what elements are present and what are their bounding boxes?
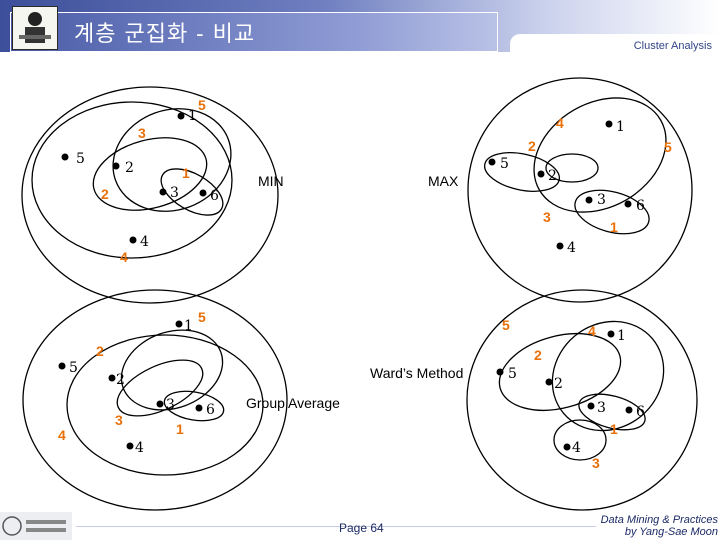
merge-label: 5 xyxy=(502,317,510,333)
pt-4: 4 xyxy=(140,234,149,250)
subtitle: Cluster Analysis xyxy=(633,40,712,52)
merge-label: 2 xyxy=(96,343,104,359)
credit-line-1: Data Mining & Practices xyxy=(600,514,718,526)
merge-order-labels: 5 3 1 2 4 4 5 2 3 1 5 2 3 4 1 5 4 2 1 3 xyxy=(58,97,672,471)
pt-3: 3 xyxy=(166,397,175,413)
pt-5: 5 xyxy=(76,151,85,167)
merge-label: 1 xyxy=(176,421,184,437)
pt-2: 2 xyxy=(125,160,134,176)
pt-3: 3 xyxy=(170,185,179,201)
page-number: Page 64 xyxy=(339,521,384,535)
method-label-min: MIN xyxy=(258,173,284,189)
pt-1: 1 xyxy=(616,119,625,135)
pt-5: 5 xyxy=(69,360,78,376)
merge-label: 2 xyxy=(528,138,536,154)
pt-3: 3 xyxy=(597,400,606,416)
panel-max-clusters xyxy=(467,77,693,303)
merge-label: 3 xyxy=(115,412,123,428)
credit: Data Mining & Practices by Yang-Sae Moon xyxy=(601,514,718,538)
panel-ward-clusters xyxy=(466,289,698,511)
merge-label: 4 xyxy=(556,115,564,131)
pt-1: 1 xyxy=(617,328,626,344)
panel-groupavg-clusters xyxy=(22,289,288,511)
merge-label: 3 xyxy=(138,125,146,141)
pt-6: 6 xyxy=(636,198,645,214)
slide-title: 계층 군집화 - 비교 xyxy=(74,22,256,47)
merge-label: 5 xyxy=(664,139,672,155)
pt-1: 1 xyxy=(188,108,197,124)
point-labels: 1 2 3 4 5 6 1 2 3 4 5 6 1 2 3 4 5 6 1 2 … xyxy=(69,108,645,456)
method-label-max: MAX xyxy=(428,173,459,189)
method-label-group-average: Group Average xyxy=(246,395,340,411)
merge-label: 1 xyxy=(610,421,618,437)
panel-min-clusters xyxy=(21,86,279,304)
pt-2: 2 xyxy=(554,376,563,392)
data-points xyxy=(58,112,633,451)
university-logo xyxy=(0,512,72,540)
title-box xyxy=(10,12,498,52)
merge-label: 4 xyxy=(58,427,66,443)
presenter-logo-icon xyxy=(12,6,58,50)
pt-1: 1 xyxy=(184,318,193,334)
merge-label: 4 xyxy=(120,249,128,265)
pt-4: 4 xyxy=(567,240,576,256)
merge-label: 4 xyxy=(588,323,596,339)
pt-6: 6 xyxy=(636,404,645,420)
pt-6: 6 xyxy=(210,188,219,204)
pt-2: 2 xyxy=(116,372,125,388)
pt-5: 5 xyxy=(500,156,509,172)
merge-label: 1 xyxy=(182,165,190,181)
merge-label: 3 xyxy=(592,455,600,471)
method-label-ward: Ward’s Method xyxy=(370,365,463,381)
pt-3: 3 xyxy=(597,192,606,208)
merge-label: 2 xyxy=(101,186,109,202)
merge-label: 5 xyxy=(198,97,206,113)
subtitle-tab xyxy=(510,34,718,54)
pt-5: 5 xyxy=(508,366,517,382)
footer-divider xyxy=(76,526,596,527)
merge-label: 2 xyxy=(534,347,542,363)
merge-label: 5 xyxy=(198,309,206,325)
pt-4: 4 xyxy=(135,440,144,456)
pt-2: 2 xyxy=(548,168,557,184)
pt-4: 4 xyxy=(572,440,581,456)
merge-label: 1 xyxy=(610,219,618,235)
merge-label: 3 xyxy=(543,209,551,225)
credit-line-2: by Yang-Sae Moon xyxy=(624,526,718,538)
pt-6: 6 xyxy=(206,402,215,418)
